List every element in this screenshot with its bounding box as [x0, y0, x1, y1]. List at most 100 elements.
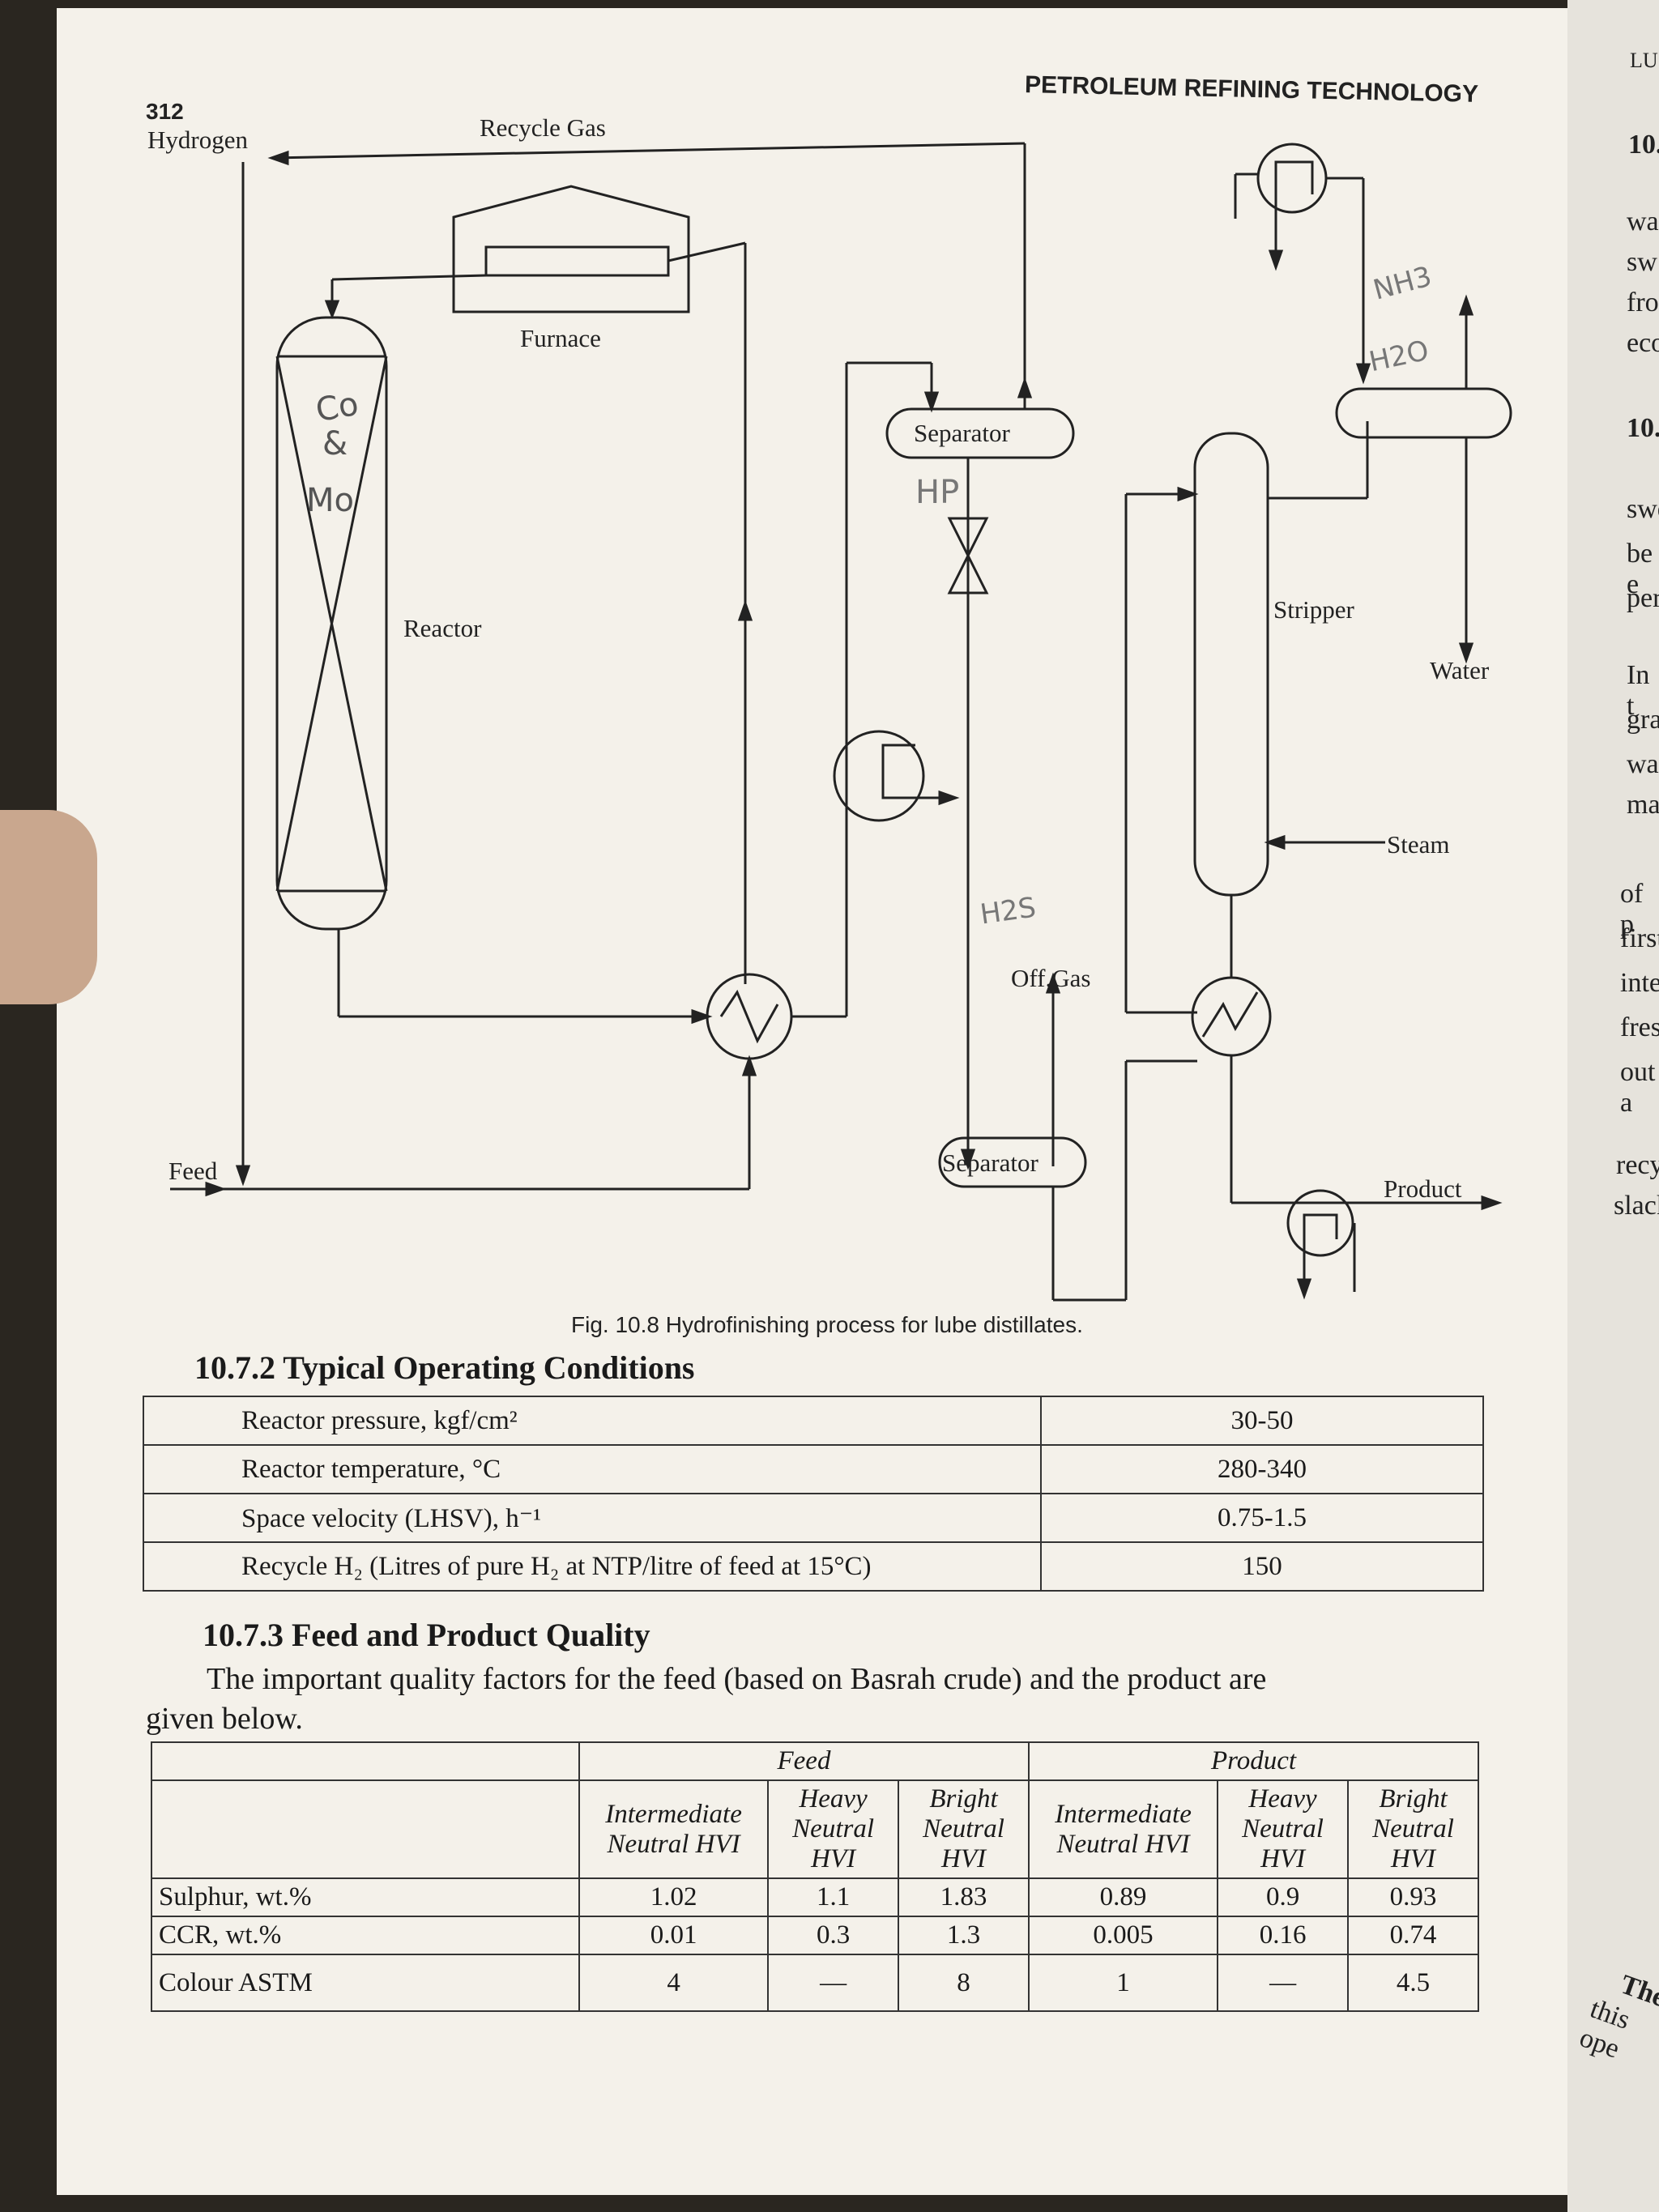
feed-label: Feed — [168, 1157, 218, 1185]
table-row: Recycle H₂ (Litres of pure H₂ at NTP/lit… — [143, 1541, 1484, 1592]
edge-fragment: fresl — [1620, 1012, 1659, 1042]
reactor-label: Reactor — [403, 614, 482, 642]
property-cell: Colour ASTM — [151, 1954, 580, 2012]
param-cell: Space velocity (LHSV), h⁻¹ — [143, 1493, 1042, 1543]
value-cell: 0.01 — [578, 1916, 770, 1955]
edge-fragment: In t — [1627, 660, 1650, 721]
cooler-icon — [833, 730, 925, 822]
blank-cell — [151, 1741, 580, 1781]
value-cell: 1.02 — [578, 1877, 770, 1917]
feed-product-quality-table: Feed Product Intermediate Neutral HVI He… — [151, 1741, 1480, 2012]
edge-fragment: gra — [1627, 705, 1659, 735]
arrow-left-icon — [267, 150, 289, 166]
thumb — [0, 810, 97, 1004]
steam-label: Steam — [1387, 830, 1450, 859]
table-row: Space velocity (LHSV), h⁻¹ 0.75-1.5 — [143, 1493, 1484, 1543]
edge-fragment: slack — [1614, 1191, 1659, 1221]
table-row: Colour ASTM 4 — 8 1 — 4.5 — [151, 1954, 1479, 2012]
furnace-coil — [484, 245, 670, 277]
stripper-column — [1193, 432, 1269, 897]
column-header: Heavy Neutral HVI — [1217, 1779, 1350, 1879]
stripper-label: Stripper — [1273, 595, 1354, 624]
hydrogen-label: Hydrogen — [147, 126, 248, 154]
value-cell: 0.9 — [1217, 1877, 1350, 1917]
figure-caption: Fig. 10.8 Hydrofinishing process for lub… — [571, 1312, 1083, 1337]
blank-cell — [151, 1779, 580, 1879]
value-cell: 0.3 — [767, 1916, 900, 1955]
value-cell: 150 — [1040, 1541, 1484, 1592]
value-cell: 0.89 — [1027, 1877, 1219, 1917]
recycle-gas-line — [271, 142, 1026, 160]
edge-fragment: wa — [1627, 207, 1659, 237]
separator-bottom-vessel — [938, 1136, 1087, 1188]
furnace-shape — [452, 185, 690, 313]
handwritten-hp: HP — [915, 474, 960, 511]
quality-heading: 10.7.3 Feed and Product Quality — [203, 1617, 650, 1653]
water-label: Water — [1430, 656, 1490, 684]
edge-fragment: fro — [1627, 288, 1659, 318]
value-cell: — — [767, 1954, 900, 2012]
edge-fragment: sw — [1627, 247, 1657, 277]
product-cooler-icon — [1286, 1189, 1354, 1257]
value-cell: 0.16 — [1217, 1916, 1350, 1955]
edge-fragment: per — [1627, 583, 1659, 613]
edge-fragment: of p — [1620, 879, 1644, 940]
furnace-label: Furnace — [520, 324, 601, 352]
value-cell: 1 — [1027, 1954, 1219, 2012]
edge-fragment: 10. — [1627, 413, 1659, 443]
heat-exchanger-1 — [706, 973, 793, 1060]
reactor-vessel — [275, 316, 388, 931]
param-cell: Reactor temperature, °C — [143, 1444, 1042, 1494]
product-group-header: Product — [1027, 1741, 1480, 1781]
edge-fragment: 10. — [1628, 130, 1659, 160]
edge-fragment: recy — [1616, 1150, 1659, 1180]
value-cell: 1.83 — [898, 1877, 1030, 1917]
table-row: Sulphur, wt.% 1.02 1.1 1.83 0.89 0.9 0.9… — [151, 1877, 1479, 1917]
quality-intro-line2: given below. — [146, 1702, 303, 1736]
feed-group-header: Feed — [578, 1741, 1030, 1781]
value-cell: 1.1 — [767, 1877, 900, 1917]
recycle-gas-label: Recycle Gas — [480, 113, 606, 142]
value-cell: 1.3 — [898, 1916, 1030, 1955]
property-cell: CCR, wt.% — [151, 1916, 580, 1955]
value-cell: 0.93 — [1347, 1877, 1479, 1917]
value-cell: 0.005 — [1027, 1916, 1219, 1955]
operating-conditions-table: Reactor pressure, kgf/cm² 30-50 Reactor … — [143, 1396, 1484, 1592]
accumulator-drum — [1335, 387, 1512, 439]
value-cell: 4.5 — [1347, 1954, 1479, 2012]
param-cell: Recycle H₂ (Litres of pure H₂ at NTP/lit… — [143, 1541, 1042, 1592]
edge-fragment: swe — [1627, 494, 1659, 524]
hydrofinishing-process-diagram — [170, 142, 1512, 1302]
facing-page-edge — [1567, 0, 1659, 2212]
handwritten-co: Co — [313, 385, 362, 430]
arrow-up-icon — [1017, 377, 1033, 399]
off-gas-label: Off.Gas — [1011, 964, 1091, 992]
table-row: Reactor pressure, kgf/cm² 30-50 — [143, 1396, 1484, 1446]
edge-fragment: out a — [1620, 1057, 1656, 1118]
separator-bottom-label: Separator — [942, 1149, 1038, 1177]
page-number: 312 — [146, 99, 184, 124]
column-header: Bright Neutral HVI — [898, 1779, 1030, 1879]
separator-top-vessel — [885, 407, 1075, 459]
value-cell: 280-340 — [1040, 1444, 1484, 1494]
separator-top-label: Separator — [914, 419, 1010, 447]
edge-fragment: mas — [1627, 790, 1659, 820]
value-cell: 0.75-1.5 — [1040, 1493, 1484, 1543]
heat-exchanger-2 — [1191, 976, 1272, 1057]
table-row: CCR, wt.% 0.01 0.3 1.3 0.005 0.16 0.74 — [151, 1916, 1479, 1955]
edge-fragment: inte — [1620, 968, 1659, 998]
handwritten-ampersand: & — [322, 425, 348, 462]
operating-conditions-heading: 10.7.2 Typical Operating Conditions — [194, 1349, 695, 1386]
table-row: Reactor temperature, °C 280-340 — [143, 1444, 1484, 1494]
edge-fragment: wax — [1627, 749, 1659, 779]
control-valve-icon — [947, 517, 989, 595]
product-label: Product — [1384, 1174, 1462, 1203]
column-header: Heavy Neutral HVI — [767, 1779, 900, 1879]
value-cell: 8 — [898, 1954, 1030, 2012]
property-cell: Sulphur, wt.% — [151, 1877, 580, 1917]
column-header: Intermediate Neutral HVI — [1027, 1779, 1219, 1879]
edge-fragment: first — [1620, 923, 1659, 953]
edge-fragment: be e — [1627, 539, 1653, 599]
value-cell: 30-50 — [1040, 1396, 1484, 1446]
value-cell: 4 — [578, 1954, 770, 2012]
